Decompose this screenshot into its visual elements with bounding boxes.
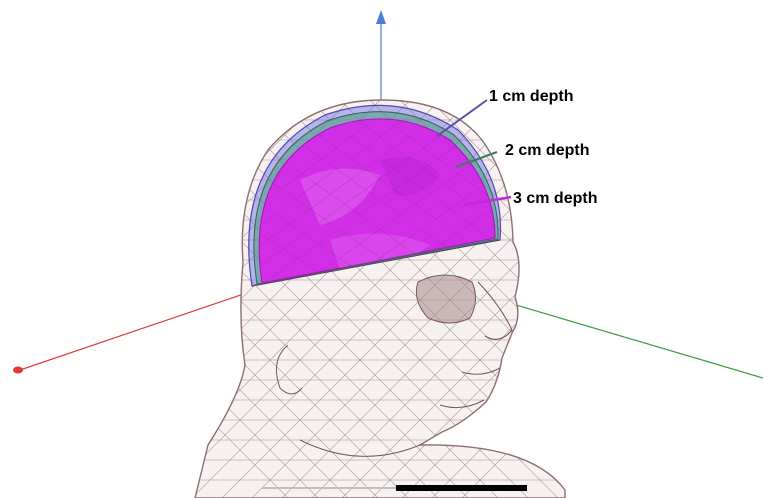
- depth-2-label: 2 cm depth: [505, 142, 589, 159]
- z-axis-arrow-icon: [376, 10, 386, 24]
- x-axis-arrow-icon: [13, 367, 23, 374]
- depth-3-label: 3 cm depth: [513, 190, 597, 207]
- depth-1-label: 1 cm depth: [489, 88, 573, 105]
